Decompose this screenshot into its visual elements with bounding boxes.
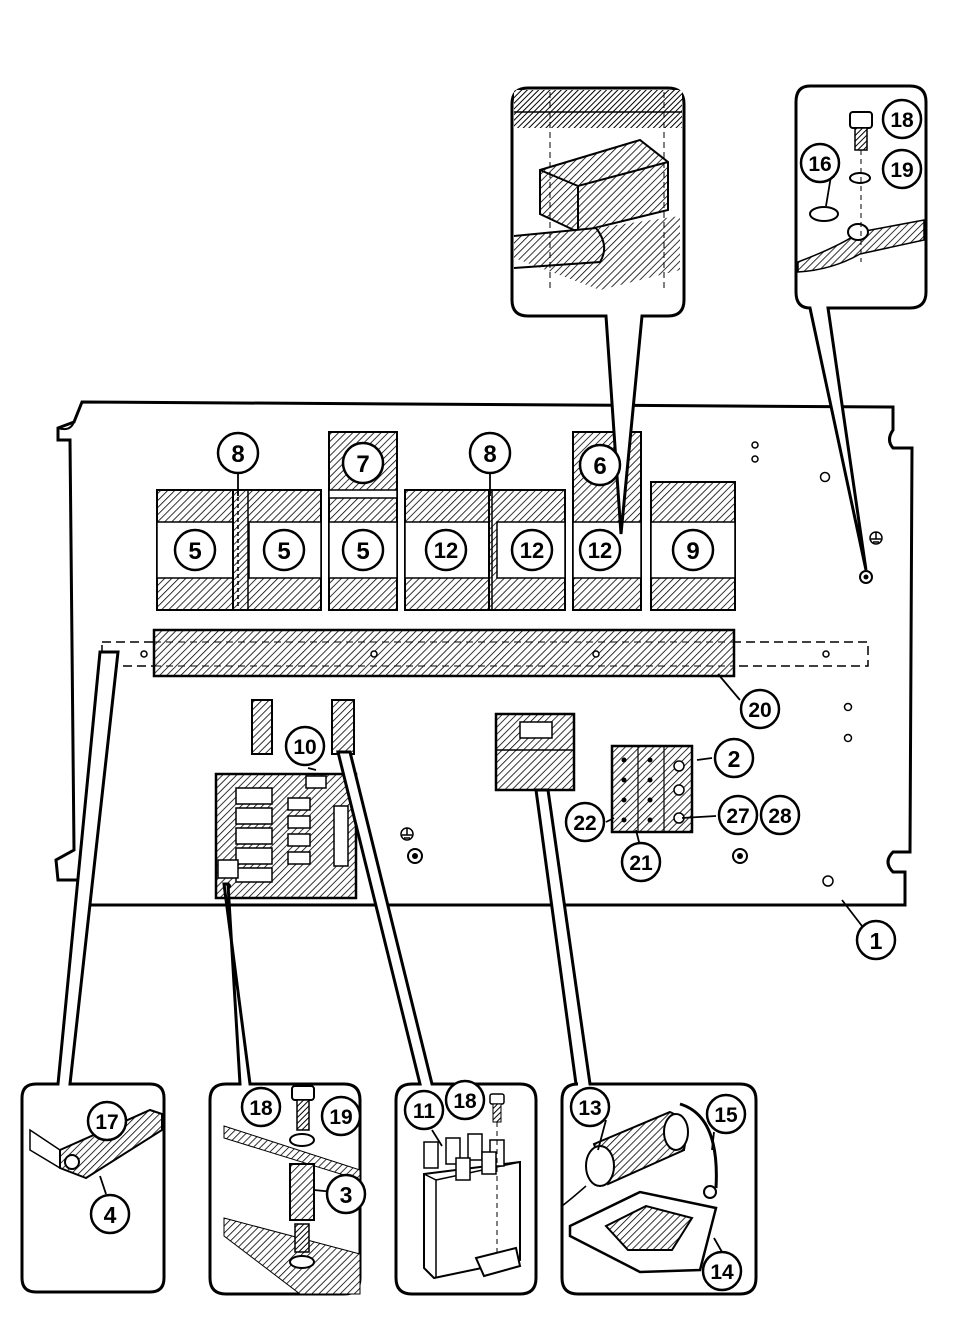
callout-4: 4 (89, 1193, 131, 1235)
callout-15: 15 (705, 1093, 747, 1135)
detail-inset-relay (336, 750, 538, 1296)
svg-text:16: 16 (808, 153, 831, 176)
svg-text:13: 13 (578, 1097, 601, 1120)
callout-27: 27 (717, 794, 759, 836)
callout-28: 28 (759, 794, 801, 836)
svg-text:10: 10 (293, 736, 316, 759)
circuit-board (214, 772, 358, 900)
detail-inset-contactor (510, 86, 686, 535)
callout-1: 1 (855, 919, 897, 961)
callout-3: 3 (325, 1173, 367, 1215)
callout-2: 2 (713, 737, 755, 779)
ground-symbol-icon (869, 531, 883, 545)
callout-8-left: 8 (216, 431, 260, 475)
fuse-holder-right (331, 699, 355, 755)
callout-12-right: 12 (578, 528, 622, 572)
svg-text:12: 12 (434, 538, 458, 563)
callout-21: 21 (620, 841, 662, 883)
callout-16: 16 (799, 142, 841, 184)
callout-19-ground-screw: 19 (881, 148, 923, 190)
svg-text:8: 8 (231, 441, 244, 468)
callout-18-relay: 18 (444, 1079, 486, 1121)
callout-5-right: 5 (341, 528, 385, 572)
callout-12-left: 12 (424, 528, 468, 572)
svg-text:12: 12 (520, 538, 544, 563)
svg-text:21: 21 (629, 852, 653, 875)
svg-text:27: 27 (726, 805, 749, 828)
callout-7: 7 (341, 441, 385, 485)
svg-text:5: 5 (356, 538, 369, 565)
detail-inset-standoff (208, 882, 362, 1296)
detail-inset-capacitor (534, 788, 758, 1296)
callout-20: 20 (739, 688, 781, 730)
svg-text:5: 5 (277, 538, 290, 565)
callout-22: 22 (564, 801, 606, 843)
fuse-holder-left (251, 699, 273, 755)
svg-text:12: 12 (588, 538, 612, 563)
svg-text:5: 5 (188, 538, 201, 565)
svg-text:14: 14 (710, 1261, 734, 1284)
svg-text:9: 9 (686, 538, 699, 565)
svg-text:18: 18 (890, 109, 914, 132)
callout-9: 9 (671, 528, 715, 572)
callout-14: 14 (701, 1250, 743, 1292)
svg-text:1: 1 (870, 928, 883, 954)
svg-text:8: 8 (483, 441, 496, 468)
svg-text:19: 19 (890, 159, 913, 182)
svg-text:6: 6 (593, 453, 606, 480)
svg-text:4: 4 (104, 1202, 117, 1228)
callout-10: 10 (284, 725, 326, 767)
callout-5-middle: 5 (262, 528, 306, 572)
callout-17: 17 (86, 1100, 128, 1142)
callout-18-standoff: 18 (240, 1086, 282, 1128)
svg-text:18: 18 (249, 1097, 273, 1120)
callout-13: 13 (569, 1086, 611, 1128)
svg-text:3: 3 (340, 1182, 353, 1208)
detail-inset-ground-screw (794, 84, 928, 571)
din-rail (101, 628, 869, 678)
svg-text:19: 19 (329, 1106, 352, 1129)
detail-inset-rail-end (20, 650, 166, 1294)
callout-5-left: 5 (173, 528, 217, 572)
svg-text:11: 11 (413, 1100, 436, 1123)
callout-18-ground-screw: 18 (881, 98, 923, 140)
capacitor-box (494, 712, 576, 792)
callout-11: 11 (403, 1089, 445, 1131)
terminal-block (610, 744, 694, 834)
callout-6: 6 (578, 443, 622, 487)
svg-text:2: 2 (728, 746, 741, 772)
ground-symbol-icon (400, 827, 414, 841)
svg-text:28: 28 (768, 805, 792, 828)
callout-19-standoff: 19 (320, 1095, 362, 1137)
svg-text:18: 18 (453, 1090, 477, 1113)
svg-text:7: 7 (356, 451, 369, 478)
svg-text:15: 15 (714, 1104, 738, 1127)
callout-8-right: 8 (468, 431, 512, 475)
svg-text:20: 20 (748, 699, 771, 722)
callout-12-middle: 12 (510, 528, 554, 572)
svg-text:17: 17 (95, 1111, 118, 1134)
svg-text:22: 22 (573, 812, 596, 835)
